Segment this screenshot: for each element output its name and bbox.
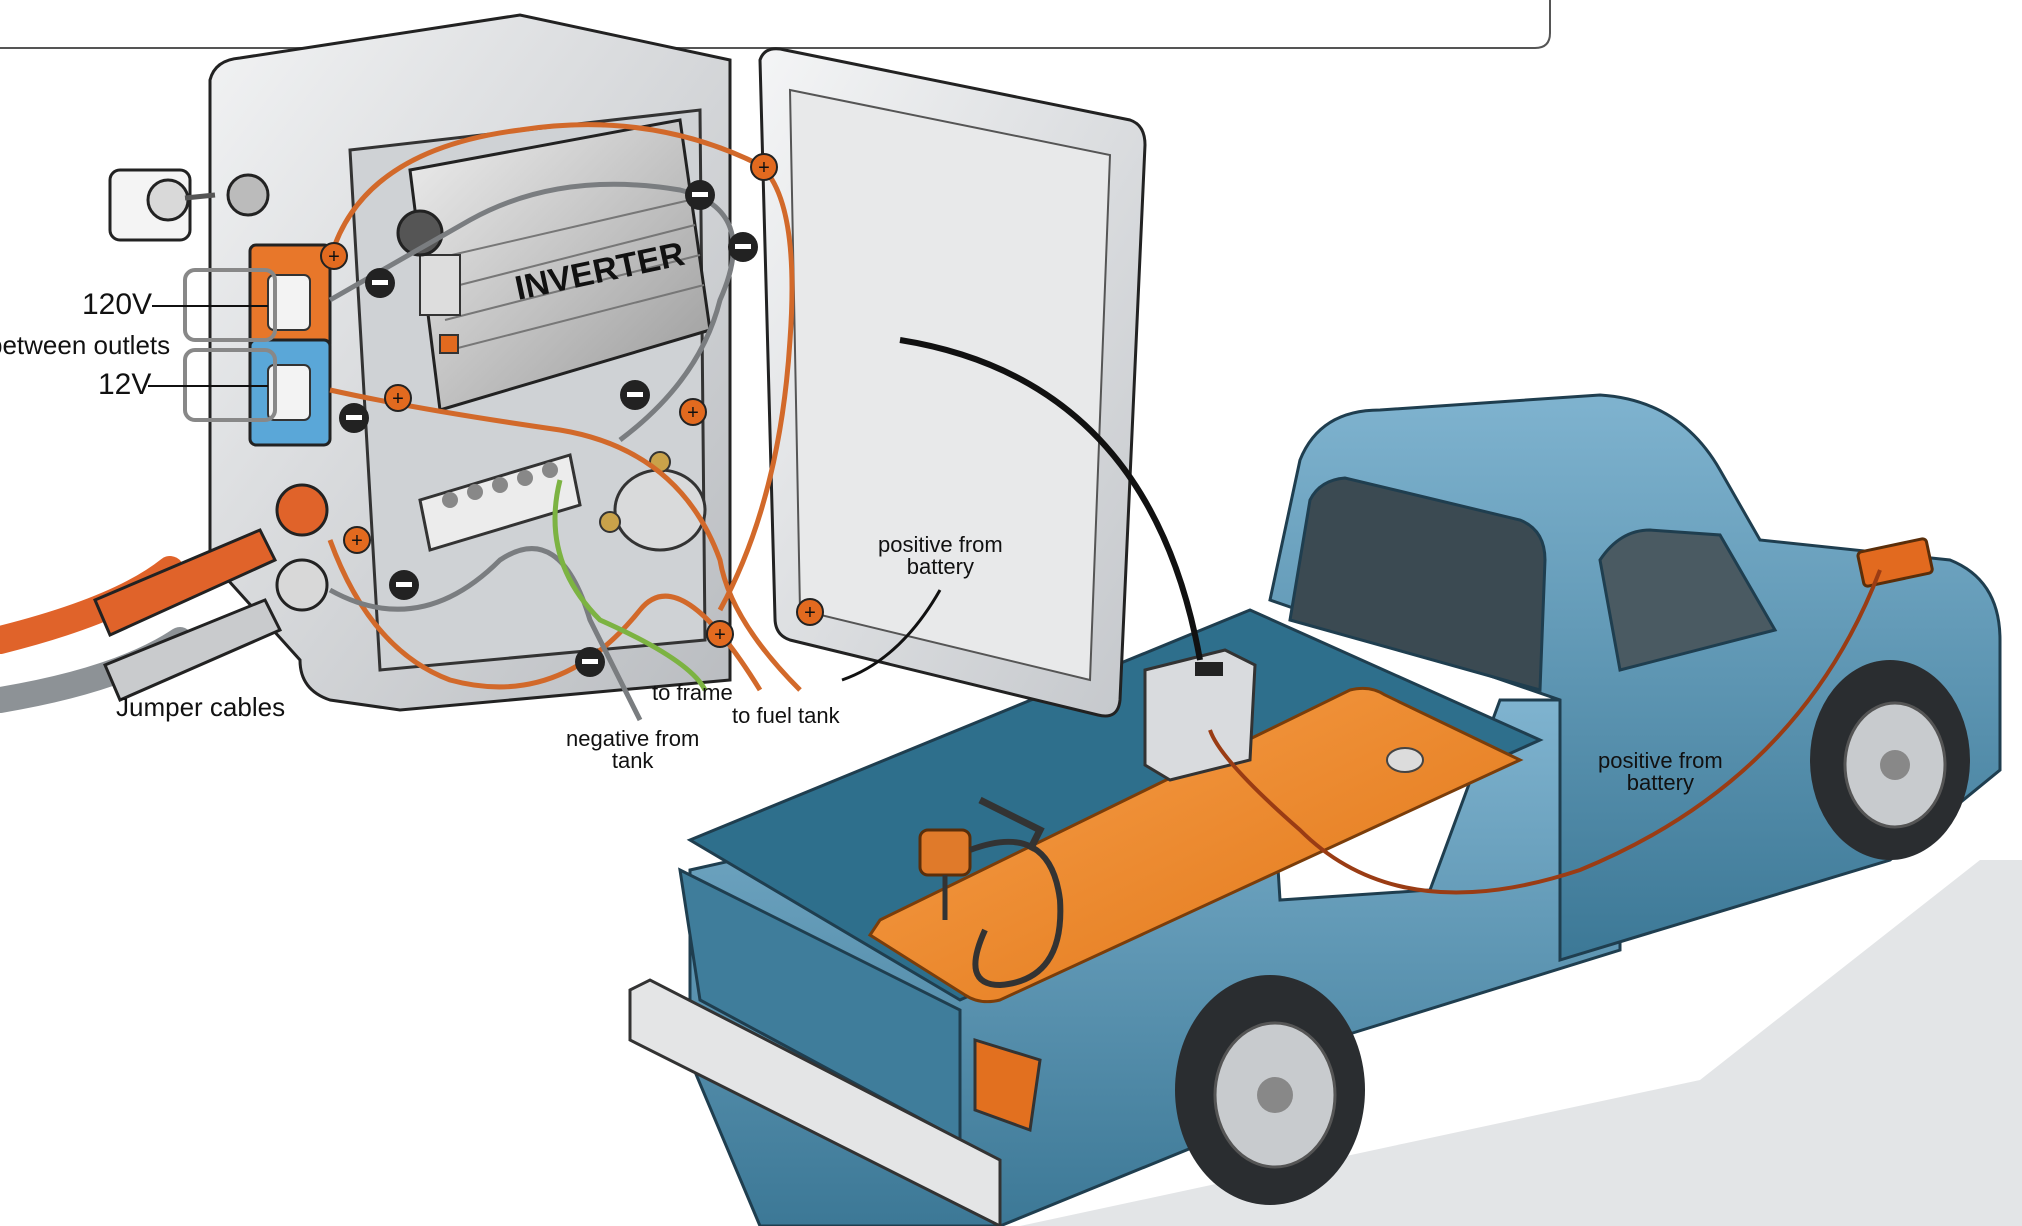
minus-terminal-icon <box>620 380 650 410</box>
inverter-switch <box>439 334 459 354</box>
label-positive-from-battery-truck: positive from battery <box>1598 750 1723 794</box>
wire-positive-2 <box>329 387 802 692</box>
label-positive-truck-line-2: battery <box>1626 770 1694 795</box>
tank-filler-cap <box>1386 747 1424 773</box>
label-positive-box-line-2: battery <box>906 554 974 579</box>
svg-text:+: + <box>714 624 726 646</box>
svg-text:+: + <box>804 602 816 624</box>
solenoid <box>599 451 707 552</box>
truck-side-window <box>1598 528 1778 672</box>
minus-terminal-icon <box>339 403 369 433</box>
label-to-fuel-tank: to fuel tank <box>732 703 840 728</box>
jumper-cables <box>0 528 283 713</box>
front-wheel <box>1810 660 1970 860</box>
label-120v: 120V <box>82 288 153 321</box>
battery-positive-cable <box>1208 569 1882 895</box>
bed-junction-box <box>1143 648 1257 782</box>
label-positive-truck-line-1: positive from <box>1598 748 1723 773</box>
truck-rear-window <box>1288 476 1547 692</box>
wire-negative-2 <box>328 546 643 722</box>
plus-terminal-icon: + <box>343 526 371 554</box>
outlet-120v <box>248 243 332 352</box>
label-jumper-cables: Jumper cables <box>116 692 286 722</box>
terminal-bus-bar <box>418 453 582 552</box>
label-negative-line-1: negative from <box>566 726 700 751</box>
plus-terminal-icon: + <box>796 598 824 626</box>
plus-terminal-icon: + <box>706 620 734 648</box>
inverter-unit <box>408 118 712 412</box>
svg-text:+: + <box>758 157 770 179</box>
wire-ground <box>552 479 708 692</box>
minus-terminal-icon <box>365 268 395 298</box>
plus-terminal-icon: + <box>750 153 778 181</box>
plus-terminal-icon: + <box>320 242 348 270</box>
label-positive-from-battery-box: positive from battery <box>878 534 1003 578</box>
svg-text:+: + <box>351 530 363 552</box>
svg-text:+: + <box>687 402 699 424</box>
rear-wheel <box>1175 975 1365 1205</box>
minus-terminal-icon <box>685 180 715 210</box>
wire-negative-1 <box>328 181 736 442</box>
label-between-outlets: between outlets <box>0 330 171 360</box>
svg-text:+: + <box>328 246 340 268</box>
label-negative-line-2: tank <box>611 748 654 773</box>
fuel-nozzle <box>978 796 1045 852</box>
power-box: INVERTER <box>108 13 1147 718</box>
fuel-hose <box>968 838 1064 989</box>
key-switch-icon <box>108 168 216 242</box>
minus-terminal-icon <box>728 232 758 262</box>
pickup-truck <box>628 393 2022 1226</box>
box-door <box>758 47 1147 718</box>
svg-text:+: + <box>392 388 404 410</box>
truck-bumper <box>628 978 1002 1226</box>
jumper-socket-red <box>275 483 329 537</box>
truck-shadow <box>1020 860 2022 1226</box>
plus-terminal-icon: + <box>679 398 707 426</box>
wire-positive-3 <box>327 539 763 692</box>
frame-border <box>0 0 1551 49</box>
inverter-outlet <box>419 254 461 316</box>
minus-terminal-icon <box>575 647 605 677</box>
key-lock <box>226 173 270 217</box>
wire-positive-pointer <box>841 589 942 682</box>
label-12v: 12V <box>98 368 152 401</box>
terminal-markers: + + + + + + + <box>320 153 824 677</box>
tail-light <box>973 1037 1042 1133</box>
minus-terminal-icon <box>389 570 419 600</box>
fuel-tank <box>867 686 1524 1004</box>
label-to-frame: to frame <box>652 680 733 705</box>
plus-terminal-icon: + <box>384 384 412 412</box>
label-positive-box-line-1: positive from <box>878 532 1003 557</box>
label-negative-from-tank: negative from tank <box>566 728 699 772</box>
fuel-pump <box>918 796 1064 989</box>
wire-door-to-truck <box>899 337 1203 661</box>
jumper-socket-gray <box>275 558 329 612</box>
outlet-12v <box>248 338 332 447</box>
